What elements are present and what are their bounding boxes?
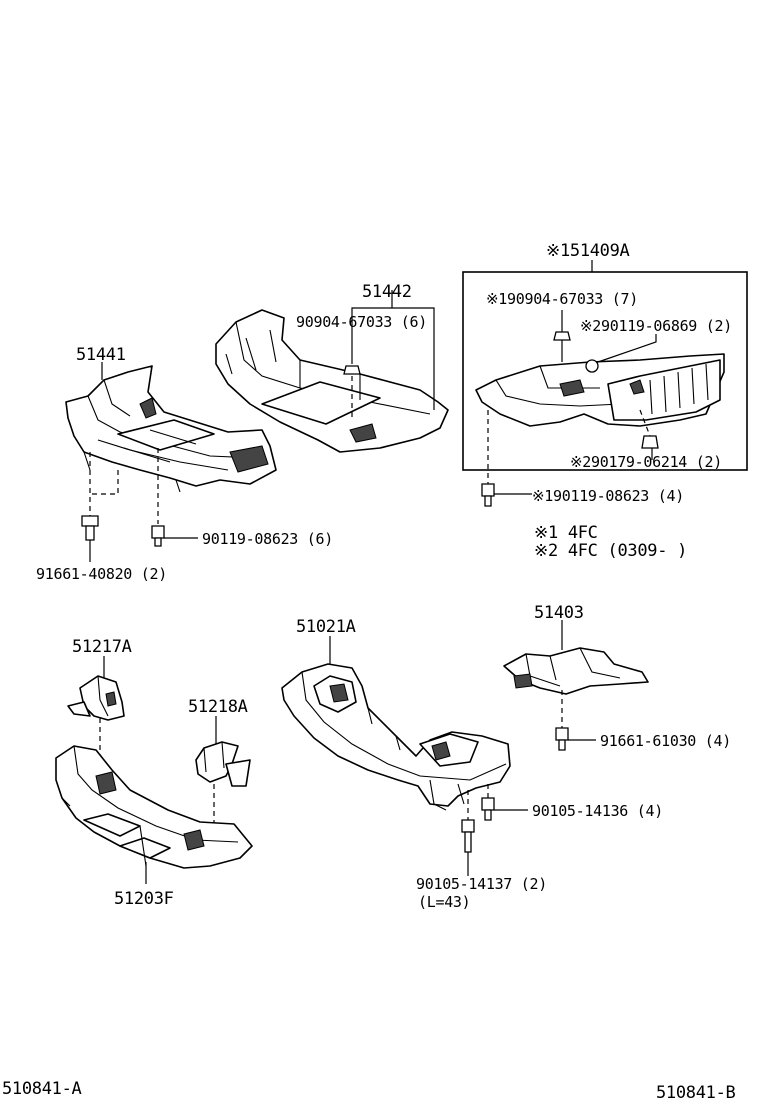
label-91661-61030-4: 91661-61030 (4) (600, 732, 731, 750)
label-90105-14137-2: 90105-14137 (2) (416, 875, 547, 893)
label-51442: 51442 (362, 282, 412, 302)
label-51409a: ※151409A (546, 241, 630, 261)
bolt-90105-14136[interactable] (481, 784, 528, 821)
leader-51442 (351, 290, 435, 410)
bolt-91661-40820[interactable] (81, 452, 119, 562)
part-51218a-bracket[interactable] (195, 741, 251, 787)
label-51441: 51441 (76, 345, 126, 365)
bolt-91661-61030[interactable] (555, 690, 596, 751)
label-90904-67033-6: 90904-67033 (6) (296, 313, 427, 331)
label-k1-90904-67033-7: ※190904-67033 (7) (486, 290, 638, 308)
clip-90904-67033-k[interactable] (553, 310, 571, 362)
kit-51409a-box (462, 271, 748, 471)
part-51442-cover[interactable] (215, 309, 449, 453)
label-51217a: 51217A (72, 637, 132, 657)
part-51403-cover[interactable] (503, 647, 649, 695)
bolt-90119-08623-k[interactable] (481, 410, 532, 507)
footer-code-right: 510841-B (656, 1083, 736, 1103)
nut-90119-06869[interactable] (585, 334, 657, 373)
label-51403: 51403 (534, 603, 584, 623)
note-2: ※2 4FC (0309- ) (534, 541, 688, 561)
part-51021a-crossmember[interactable] (281, 663, 511, 811)
part-51441-cover[interactable] (65, 365, 277, 493)
label-k1-90119-08623-4: ※190119-08623 (4) (532, 487, 684, 505)
part-51409a-cover[interactable] (475, 353, 725, 427)
label-51218a: 51218A (188, 697, 248, 717)
bolt-90105-14137[interactable] (461, 790, 475, 876)
label-90119-08623-6: 90119-08623 (6) (202, 530, 333, 548)
footer-code-left: 510841-A (2, 1079, 82, 1099)
nut-90179-06214[interactable] (639, 409, 659, 460)
label-90105-14136-4: 90105-14136 (4) (532, 802, 663, 820)
label-k2-90119-06869-2: ※290119-06869 (2) (580, 317, 732, 335)
label-91661-40820-2: 91661-40820 (2) (36, 565, 167, 583)
part-51217a-bracket[interactable] (67, 675, 125, 721)
part-51203f-frame[interactable] (55, 745, 253, 869)
clip-90904-67033[interactable] (343, 338, 361, 420)
label-51021a: 51021A (296, 617, 356, 637)
label-length-43: (L=43) (418, 893, 471, 911)
bolt-90119-08623[interactable] (151, 448, 198, 547)
label-k2-90179-06214-2: ※290179-06214 (2) (570, 453, 722, 471)
label-51203f: 51203F (114, 889, 174, 909)
note-1: ※1 4FC (534, 523, 598, 543)
